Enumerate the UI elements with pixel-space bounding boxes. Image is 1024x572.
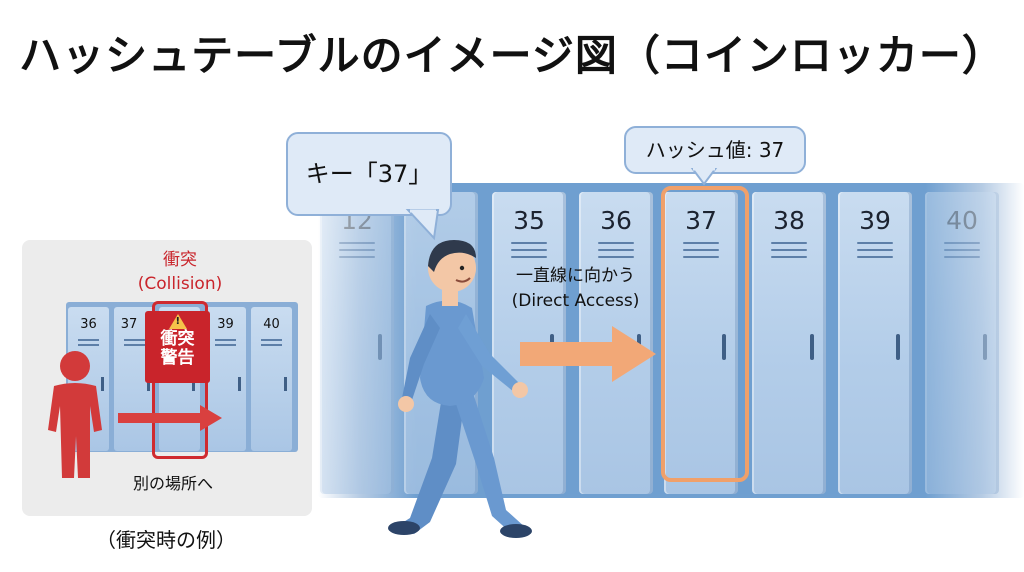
mini-locker-number: 36	[80, 317, 97, 332]
arrow-label-line-1: 一直線に向かう	[516, 266, 635, 286]
arrow-label-line-2: (Direct Access)	[511, 291, 640, 311]
redirect-caption: 別の場所へ	[133, 474, 214, 493]
locker-number: 38	[773, 206, 805, 235]
mini-locker-40: 40	[251, 307, 292, 451]
locker-number: 36	[600, 206, 632, 235]
collision-title-line-1: 衝突	[163, 250, 197, 270]
mini-locker-number: 39	[217, 317, 234, 332]
key-bubble-tail	[405, 209, 440, 241]
warning-line-1: 衝突	[160, 329, 195, 349]
collision-title: 衝突 (Collision)	[120, 248, 240, 296]
locker-number: 39	[859, 206, 891, 235]
collision-title-line-2: (Collision)	[137, 274, 223, 294]
mini-locker-39: 39	[205, 307, 246, 451]
key-bubble: キー「37」	[286, 132, 452, 216]
locker-40: 40	[925, 192, 999, 494]
collision-example-caption: （衝突時の例）	[96, 528, 236, 552]
direct-access-label: 一直線に向かう (Direct Access)	[488, 264, 663, 314]
locker-number: 40	[946, 206, 978, 235]
locker-number: 35	[513, 206, 545, 235]
hash-bubble-tail	[690, 168, 718, 186]
collision-warning-box: 衝突 警告	[145, 311, 210, 383]
locker-number: 37	[685, 206, 717, 235]
mini-locker-number: 40	[263, 317, 280, 332]
hash-value-bubble: ハッシュ値: 37	[624, 126, 806, 174]
redirect-arrow	[118, 405, 222, 431]
direct-access-arrow	[520, 326, 656, 382]
locker-39: 39	[838, 192, 912, 494]
warning-icon	[168, 314, 187, 329]
mini-locker-number: 37	[120, 317, 138, 332]
walking-person-illustration	[388, 240, 532, 538]
standing-person-icon	[48, 351, 102, 478]
locker-12: 12	[320, 192, 394, 494]
locker-37: 37	[664, 192, 738, 494]
locker-38: 38	[752, 192, 826, 494]
warning-line-2: 警告	[160, 348, 195, 368]
target-locker-highlight	[661, 186, 749, 482]
page-title: ハッシュテーブルのイメージ図（コインロッカー）	[19, 31, 1005, 80]
